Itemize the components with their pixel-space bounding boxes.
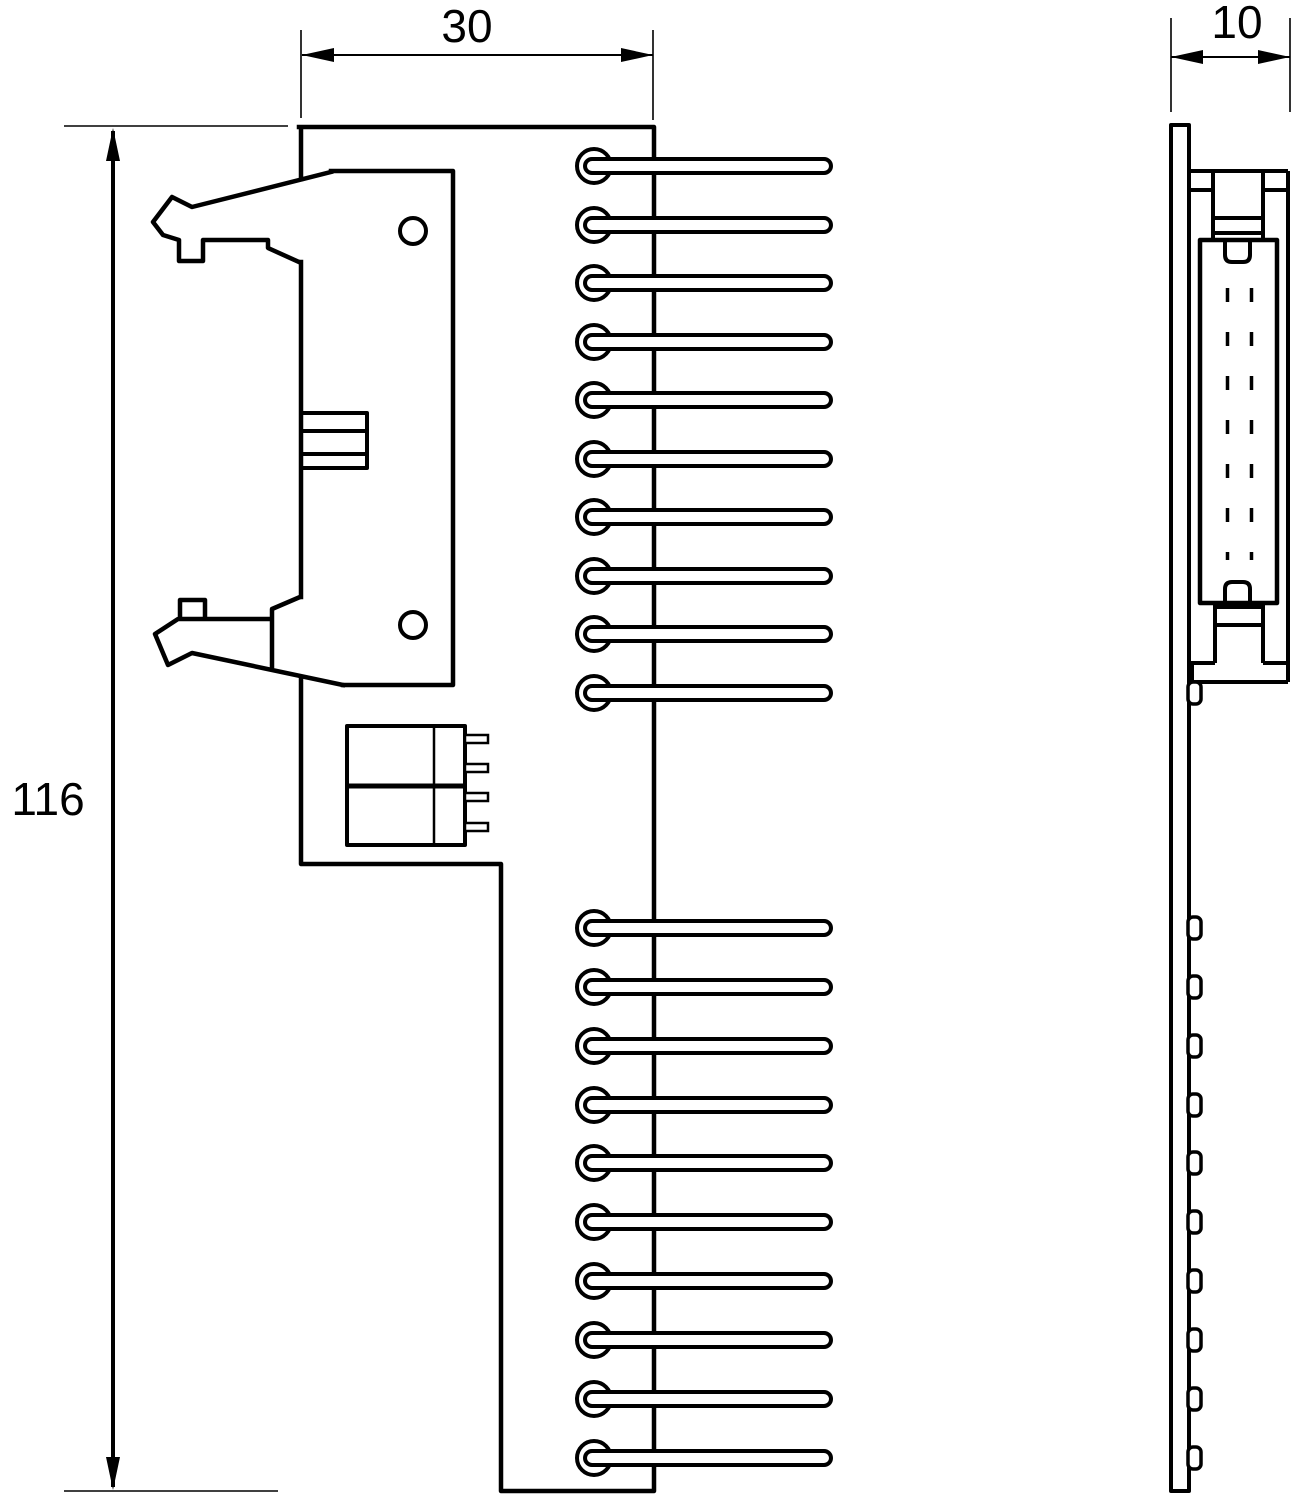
din-foot-top [1189, 169, 1288, 240]
pin [575, 1380, 833, 1418]
din-clip-top [150, 169, 334, 265]
pin [575, 1203, 833, 1241]
connector-tab-top [1223, 240, 1252, 264]
pcb-board [1169, 123, 1191, 1493]
relay-pin [463, 762, 490, 774]
pin [575, 147, 833, 185]
solder-pin [1186, 680, 1203, 706]
solder-pin [1186, 1386, 1203, 1412]
extension-lines-height [64, 125, 288, 1492]
latch-housing [328, 168, 456, 688]
pin [575, 381, 833, 419]
dimension-height-label: 116 [11, 773, 84, 825]
solder-pin [1186, 1092, 1203, 1118]
relay-component [345, 724, 490, 847]
pin [575, 206, 833, 244]
connector-shell [1197, 237, 1280, 606]
pin [575, 440, 833, 478]
relay-pin [463, 791, 490, 803]
pin [575, 1086, 833, 1124]
dimension-width-label: 30 [441, 0, 492, 52]
solder-pin [1186, 1209, 1203, 1235]
hidden-pin-lines [1225, 288, 1254, 560]
front-view [150, 124, 833, 1494]
pin [575, 557, 833, 595]
relay-pin [463, 733, 490, 745]
relay-pins [463, 733, 490, 833]
side-view [1169, 123, 1290, 1493]
pin [575, 323, 833, 361]
arrowhead-left [302, 48, 334, 62]
pin [575, 264, 833, 302]
solder-pin [1186, 915, 1203, 941]
pin [575, 1321, 833, 1359]
solder-pin [1186, 1150, 1203, 1176]
pin [575, 1439, 833, 1477]
pin [575, 615, 833, 653]
arrowhead-right [621, 48, 653, 62]
side-bumps [1186, 680, 1203, 1471]
pin [575, 1144, 833, 1182]
front-pins [575, 147, 833, 1477]
solder-pin [1186, 1033, 1203, 1059]
arrowhead-left [1171, 50, 1203, 64]
din-clip-bottom [152, 594, 346, 688]
pin [575, 674, 833, 712]
dimension-width: 30 [300, 0, 654, 120]
dimension-height: 116 [11, 125, 288, 1492]
pin [575, 1027, 833, 1065]
din-foot-bottom [1189, 603, 1288, 684]
solder-pin [1186, 1327, 1203, 1353]
hole-bottom [398, 610, 428, 640]
slider-block [301, 411, 369, 470]
pin [575, 498, 833, 536]
dimension-depth-label: 10 [1211, 0, 1262, 48]
arrowhead-bottom [106, 1457, 120, 1490]
extension-lines-depth [1170, 18, 1291, 112]
solder-pin [1186, 1445, 1203, 1471]
dimension-depth: 10 [1170, 0, 1291, 112]
connector-tab-bottom [1223, 580, 1252, 603]
hole-top [398, 216, 428, 246]
relay-pin [463, 821, 490, 833]
pin [575, 909, 833, 947]
extension-lines-width [300, 30, 654, 120]
solder-pin [1186, 1268, 1203, 1294]
pin [575, 1262, 833, 1300]
arrowhead-right [1258, 50, 1290, 64]
arrowhead-top [106, 128, 120, 161]
solder-pin [1186, 974, 1203, 1000]
pin [575, 968, 833, 1006]
